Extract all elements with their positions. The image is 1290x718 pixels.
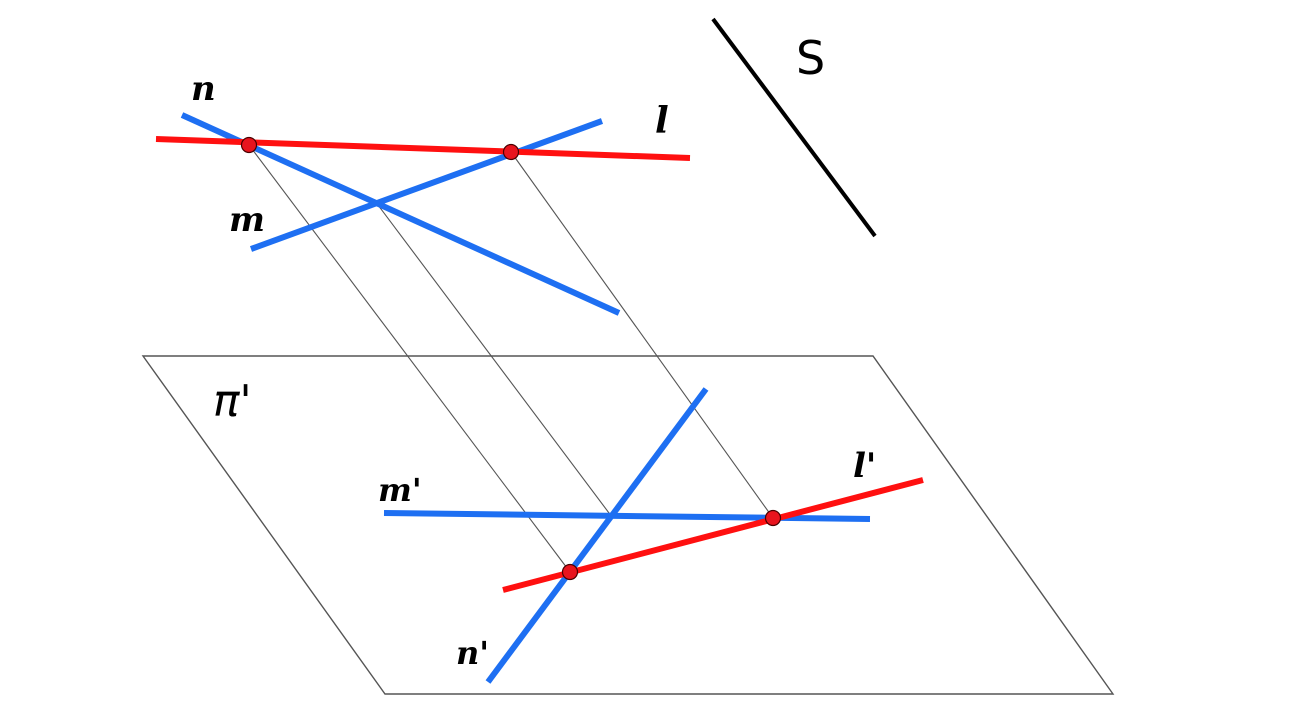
projection-direction-s	[711, 17, 877, 238]
line-m	[249, 118, 604, 252]
point-m-l	[502, 143, 520, 161]
line-n-prime	[485, 387, 709, 684]
point-n-l	[240, 136, 258, 154]
projecting-ray-m-n	[377, 204, 613, 518]
label-m: m	[229, 200, 265, 240]
label-n: n	[191, 69, 216, 109]
label-m-prime: m'	[378, 471, 422, 509]
projection-plane	[141, 355, 1115, 695]
label-n-prime: n'	[456, 634, 489, 672]
projecting-ray-m-l	[510, 151, 774, 519]
point-m-prime-l-prime	[764, 509, 782, 527]
line-l	[155, 136, 691, 161]
projecting-rays	[248, 144, 774, 573]
projecting-ray-n-l	[248, 144, 571, 573]
label-l-prime: l'	[853, 446, 876, 486]
point-n-prime-l-prime	[561, 563, 579, 581]
label-l: l	[655, 100, 669, 142]
label-s: S	[796, 31, 825, 85]
label-pi: π'	[213, 376, 252, 427]
